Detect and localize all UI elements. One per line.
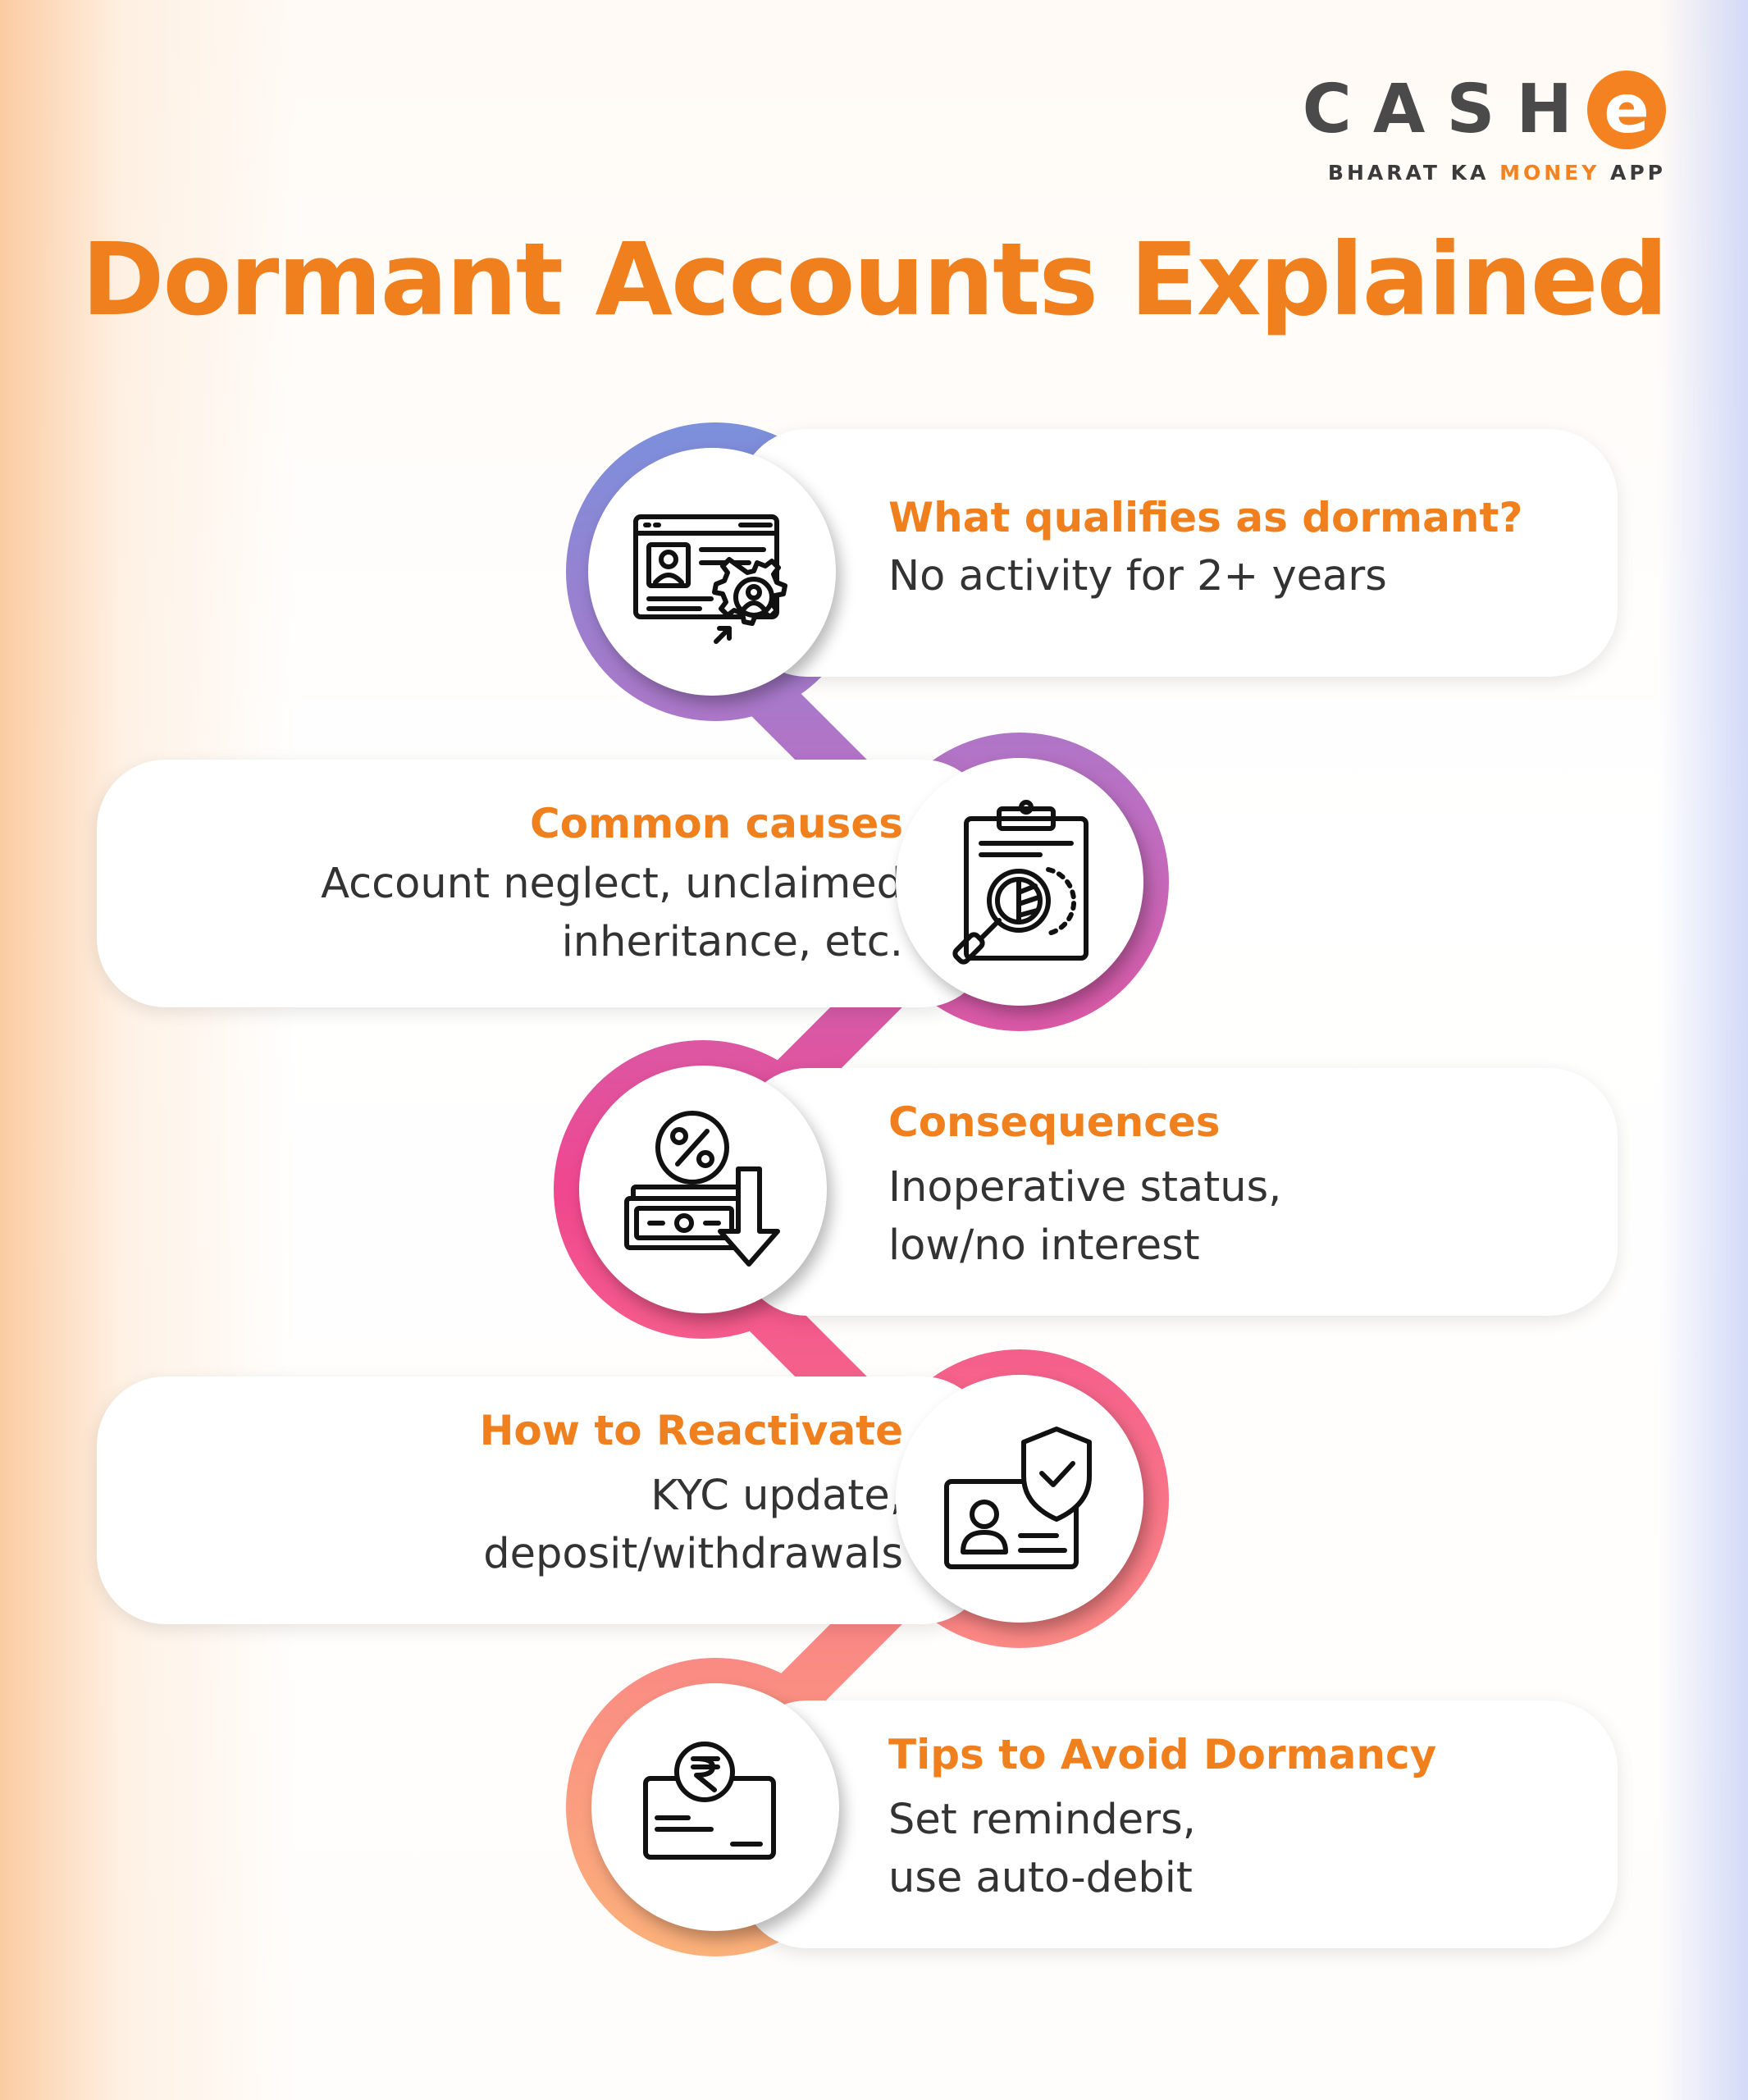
step-card-3: Consequences Inoperative status, low/no … — [738, 1068, 1618, 1316]
step-1-description: No activity for 2+ years — [888, 547, 1618, 605]
step-4-heading: How to Reactivate — [479, 1407, 903, 1454]
brand-logo: CASH e BHARAT KA MONEY APP — [1303, 71, 1666, 185]
step-4-description: KYC update, deposit/withdrawals — [97, 1467, 903, 1583]
tagline-suffix: APP — [1600, 161, 1666, 185]
step-1-line-1: No activity for 2+ years — [888, 552, 1387, 600]
clipboard-magnifier-icon — [896, 758, 1143, 1006]
step-card-5: Tips to Avoid Dormancy Set reminders, us… — [738, 1701, 1618, 1948]
step-3-description: Inoperative status, low/no interest — [888, 1158, 1618, 1275]
page-title: Dormant Accounts Explained — [81, 221, 1668, 338]
id-shield-check-icon — [896, 1375, 1143, 1623]
step-2-heading: Common causes — [529, 800, 903, 847]
step-4-line-2: deposit/withdrawals — [483, 1530, 903, 1578]
tagline-highlight: MONEY — [1499, 161, 1600, 185]
percent-money-down-icon — [579, 1066, 827, 1313]
brand-word: CASH — [1302, 71, 1594, 148]
step-1-heading: What qualifies as dormant? — [888, 494, 1523, 541]
step-5-description: Set reminders, use auto-debit — [888, 1791, 1618, 1907]
step-4-line-1: KYC update, — [650, 1472, 903, 1520]
step-3-line-2: low/no interest — [888, 1221, 1200, 1270]
step-card-1: What qualifies as dormant? No activity f… — [738, 429, 1618, 677]
brand-e-circle: e — [1587, 71, 1666, 149]
brand-wordmark: CASH e — [1303, 71, 1666, 149]
step-5-heading: Tips to Avoid Dormancy — [888, 1731, 1437, 1778]
tagline-prefix: BHARAT KA — [1327, 161, 1500, 185]
step-5-line-1: Set reminders, — [888, 1796, 1196, 1844]
step-card-4: How to Reactivate KYC update, deposit/wi… — [97, 1376, 991, 1624]
step-card-2: Common causes Account neglect, unclaimed… — [97, 760, 991, 1007]
brand-tagline: BHARAT KA MONEY APP — [1303, 161, 1666, 185]
step-3-heading: Consequences — [888, 1098, 1221, 1146]
id-card-settings-icon — [588, 448, 836, 696]
step-5-line-2: use auto-debit — [888, 1854, 1193, 1902]
step-2-line-2: inheritance, etc. — [561, 918, 903, 966]
step-2-line-1: Account neglect, unclaimed — [321, 860, 903, 908]
step-3-line-1: Inoperative status, — [888, 1163, 1282, 1212]
step-2-description: Account neglect, unclaimed inheritance, … — [97, 855, 903, 971]
rupee-card-icon — [591, 1683, 839, 1931]
